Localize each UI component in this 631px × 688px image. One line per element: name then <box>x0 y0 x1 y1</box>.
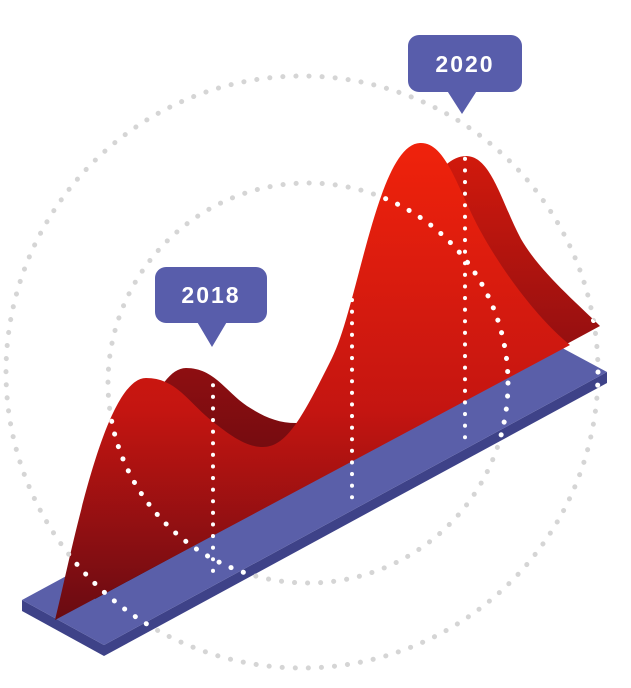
platform-top <box>22 328 607 645</box>
callout-2020-bubble <box>408 35 522 92</box>
callout-2018: 2018 <box>155 267 267 347</box>
callout-2018-bubble <box>155 267 267 323</box>
callout-2020: 2020 <box>408 35 522 114</box>
callout-2020-pointer <box>446 89 478 114</box>
callout-2018-label: 2018 <box>181 282 240 308</box>
callout-2020-label: 2020 <box>435 51 494 77</box>
platform-left-side <box>22 600 104 656</box>
platform-front-side <box>104 372 607 656</box>
callout-2018-pointer <box>196 320 228 347</box>
outer-dotted-circle-overlay <box>22 142 601 656</box>
ridge-area-2018 <box>55 142 570 620</box>
